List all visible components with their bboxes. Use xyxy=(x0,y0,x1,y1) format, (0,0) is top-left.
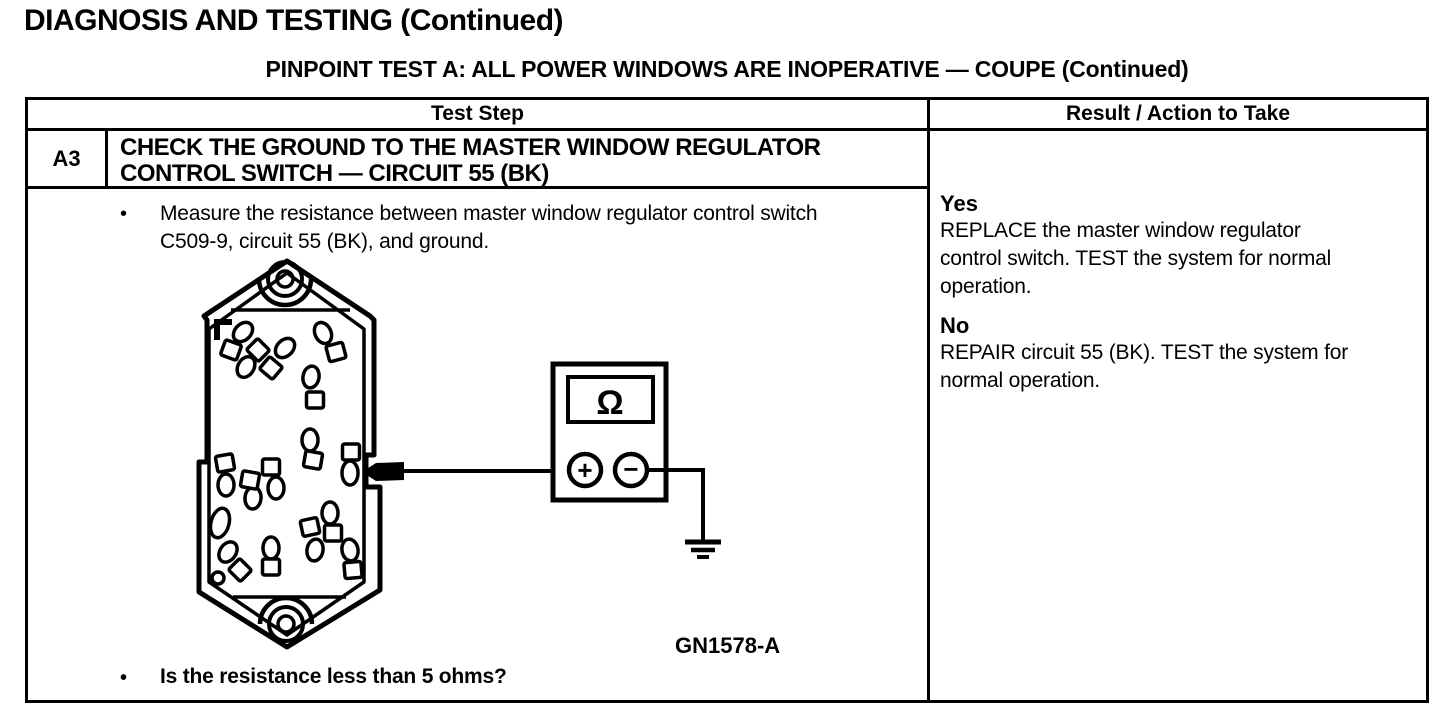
test-step-column-header: Test Step xyxy=(28,100,927,131)
figure-label: GN1578-A xyxy=(675,633,780,658)
ground-lead xyxy=(647,468,705,542)
measure-instruction: • Measure the resistance between master … xyxy=(120,200,927,256)
multimeter-illustration: Ω + − xyxy=(550,361,669,503)
result-action-column: Result / Action to Take Yes REPLACE the … xyxy=(930,100,1426,700)
minus-symbol: − xyxy=(623,454,638,484)
bottom-mounting-hole xyxy=(257,595,315,643)
positive-terminal xyxy=(566,451,604,489)
yes-label: Yes xyxy=(940,191,978,216)
connector-pins xyxy=(208,320,364,586)
pinpoint-test-subtitle: PINPOINT TEST A: ALL POWER WINDOWS ARE I… xyxy=(265,56,1189,82)
ground-symbol-icon xyxy=(685,539,721,559)
pinpoint-test-table: Test Step A3 CHECK THE GROUND TO THE MAS… xyxy=(25,97,1429,703)
top-mounting-hole xyxy=(256,260,314,308)
probe-icon xyxy=(362,462,404,481)
question-instruction-text: Is the resistance less than 5 ohms? xyxy=(160,665,507,688)
result-action-column-header: Result / Action to Take xyxy=(930,100,1426,131)
no-action-text: REPAIR circuit 55 (BK). TEST the system … xyxy=(940,341,1349,392)
bullet-icon: • xyxy=(120,203,128,225)
step-title: CHECK THE GROUND TO THE MASTER WINDOW RE… xyxy=(108,131,927,187)
step-id: A3 xyxy=(28,131,108,186)
connector-index-mark xyxy=(214,319,232,340)
test-step-column: Test Step A3 CHECK THE GROUND TO THE MAS… xyxy=(28,100,930,700)
ohm-symbol: Ω xyxy=(596,384,623,422)
step-a3-title-row: A3 CHECK THE GROUND TO THE MASTER WINDOW… xyxy=(28,131,927,189)
yes-action-text: REPLACE the master window regulator cont… xyxy=(940,219,1332,298)
figure-svg: Ω + − GN1 xyxy=(196,258,780,658)
bullet-icon: • xyxy=(120,667,128,689)
step-body: • Measure the resistance between master … xyxy=(28,189,927,700)
no-label: No xyxy=(940,313,970,338)
connector-illustration xyxy=(196,258,383,650)
question-instruction: • Is the resistance less than 5 ohms? xyxy=(120,664,507,692)
step-title-line1: CHECK THE GROUND TO THE MASTER WINDOW RE… xyxy=(120,134,821,161)
step-title-line2: CONTROL SWITCH — CIRCUIT 55 (BK) xyxy=(120,160,549,187)
result-body: Yes REPLACE the master window regulator … xyxy=(930,131,1426,395)
meter-display xyxy=(566,375,655,424)
page-title: DIAGNOSIS AND TESTING (Continued) xyxy=(24,4,564,37)
test-connection-figure: Ω + − GN1 xyxy=(28,250,908,670)
probed-pin xyxy=(340,459,360,487)
plus-symbol: + xyxy=(577,455,592,485)
measure-instruction-text: Measure the resistance between master wi… xyxy=(160,202,818,253)
